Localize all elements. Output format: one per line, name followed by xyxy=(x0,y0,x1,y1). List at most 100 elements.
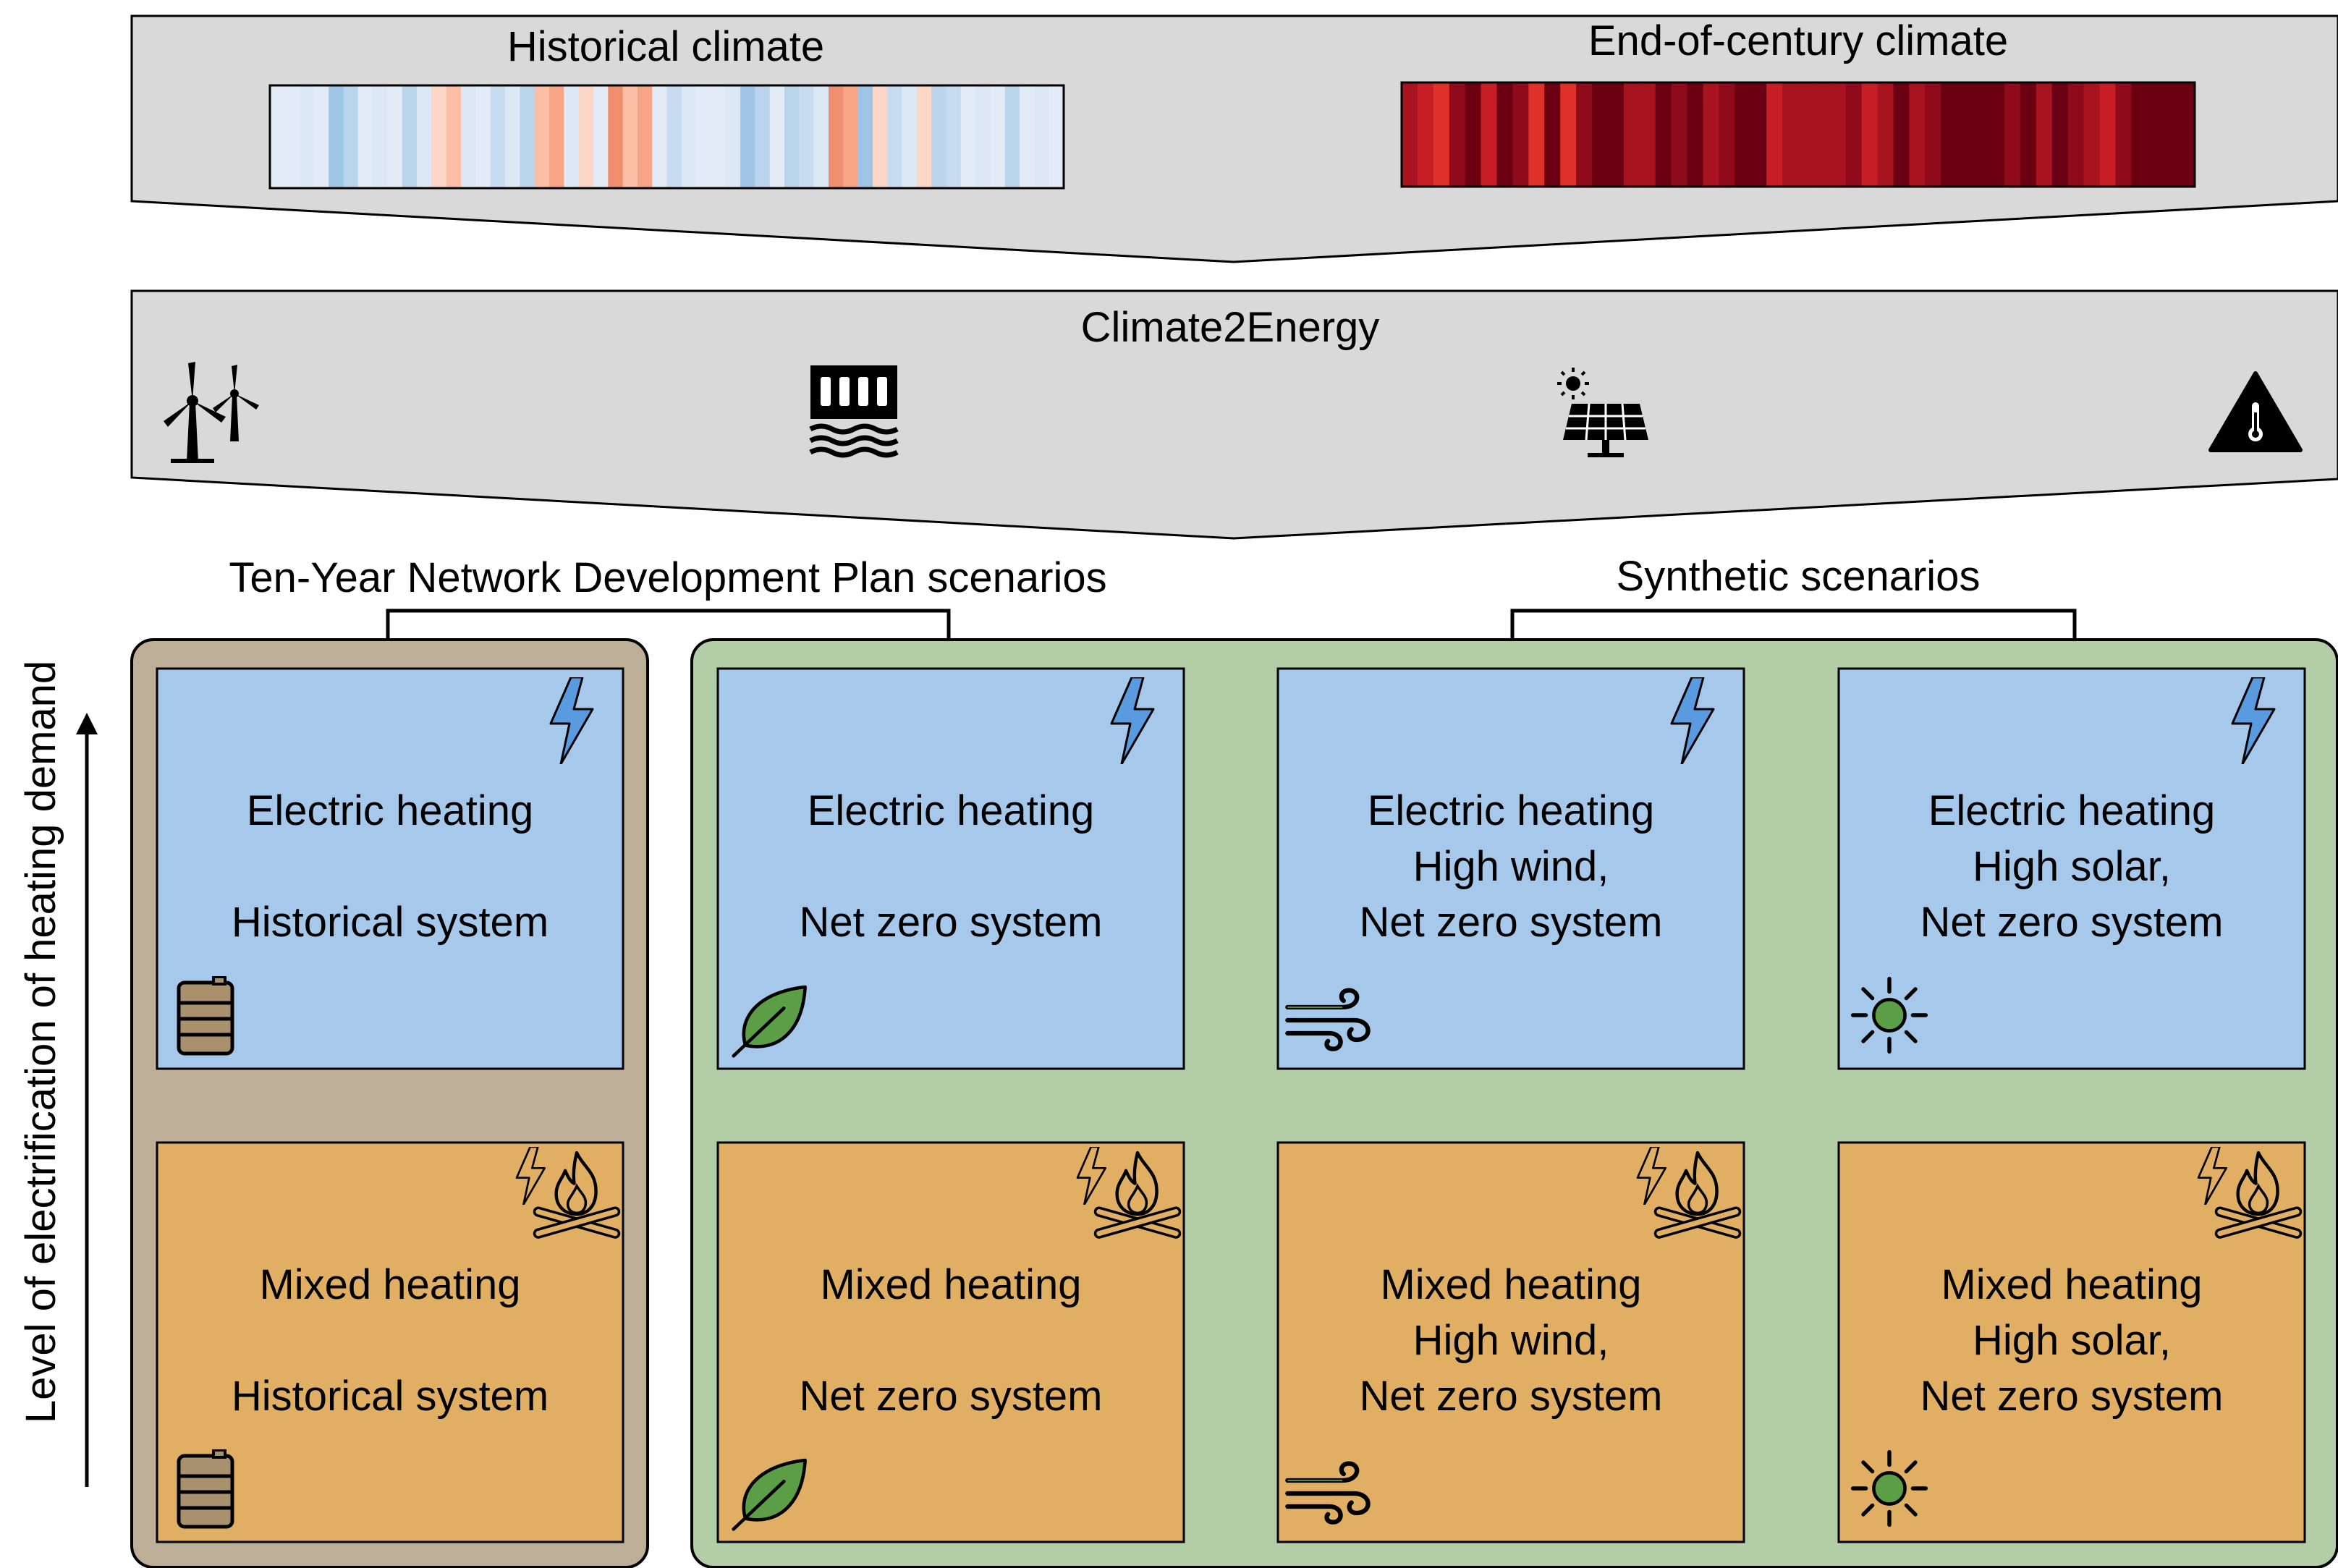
historical-stripe xyxy=(857,85,873,188)
historical-stripe xyxy=(696,85,712,188)
scenario-line: High wind, xyxy=(1413,1317,1609,1364)
future-stripe xyxy=(1465,82,1482,187)
future-stripe xyxy=(1750,82,1767,187)
historical-stripe xyxy=(417,85,433,188)
historical-stripe xyxy=(593,85,609,188)
historical-stripe xyxy=(755,85,771,188)
historical-stripe xyxy=(931,85,947,188)
future-stripe xyxy=(1512,82,1530,187)
future-stripe xyxy=(2115,82,2132,187)
historical-stripe xyxy=(1049,85,1064,188)
scenario-line: Net zero system xyxy=(800,899,1103,946)
future-stripe xyxy=(1735,82,1752,187)
scenario-line: Mixed heating xyxy=(820,1261,1081,1308)
historical-stripe xyxy=(549,85,565,188)
historical-stripe xyxy=(711,85,727,188)
electrification-axis: Level of electrification of heating dema… xyxy=(17,661,98,1487)
historical-stripe xyxy=(769,85,785,188)
future-stripe xyxy=(1417,82,1434,187)
scenario-line: Historical system xyxy=(232,899,549,946)
scenario-line: High wind, xyxy=(1413,843,1609,890)
future-stripe xyxy=(2147,82,2164,187)
scenario-line: Mixed heating xyxy=(1941,1261,2202,1308)
historical-stripe xyxy=(343,85,359,188)
future-stripe xyxy=(1861,82,1879,187)
scenario-line: Mixed heating xyxy=(1380,1261,1641,1308)
historical-stripe xyxy=(902,85,918,188)
scenario-line: Net zero system xyxy=(1920,899,2224,946)
historical-stripe xyxy=(475,85,491,188)
future-stripe xyxy=(1449,82,1466,187)
climate-banner: Historical climate End-of-century climat… xyxy=(130,14,2338,263)
scenario-line: Electric heating xyxy=(808,787,1095,834)
historical-stripe xyxy=(446,85,462,188)
future-stripe xyxy=(2131,82,2148,187)
historical-stripe xyxy=(813,85,829,188)
historical-stripe xyxy=(740,85,756,188)
future-stripe xyxy=(1719,82,1736,187)
historical-stripe xyxy=(622,85,638,188)
sun-icon xyxy=(1853,979,1926,1052)
scenario-line: Mixed heating xyxy=(259,1261,520,1308)
historical-stripe xyxy=(329,85,344,188)
sun-icon xyxy=(1853,1452,1926,1525)
future-stripe xyxy=(1909,82,1926,187)
future-stripe xyxy=(2051,82,2069,187)
oil-barrel-icon xyxy=(179,1450,232,1527)
future-stripe xyxy=(1782,82,1799,187)
historical-stripe xyxy=(975,85,991,188)
future-stripe xyxy=(2067,82,2085,187)
future-stripe xyxy=(1496,82,1514,187)
historical-stripe xyxy=(313,85,330,188)
historical-stripe xyxy=(505,85,521,188)
historical-stripe xyxy=(725,85,741,188)
future-stripe xyxy=(1687,82,1704,187)
historical-stripe xyxy=(578,85,594,188)
historical-stripe xyxy=(490,85,506,188)
future-climate-title: End-of-century climate xyxy=(1588,17,2008,64)
future-stripe xyxy=(2179,82,2195,187)
historical-stripe xyxy=(1004,85,1020,188)
historical-stripe xyxy=(872,85,889,188)
future-stripe xyxy=(1433,82,1450,187)
historical-stripe xyxy=(666,85,682,188)
scenario-line: Electric heating xyxy=(247,787,534,834)
historical-stripe xyxy=(357,85,374,188)
scenario-line: Net zero system xyxy=(1360,899,1663,946)
future-stripe xyxy=(1655,82,1672,187)
wind-turbines-icon xyxy=(164,362,259,463)
future-stripe xyxy=(1941,82,1957,187)
future-stripe xyxy=(2083,82,2101,187)
future-stripe xyxy=(1671,82,1688,187)
temperature-warning-icon xyxy=(2208,371,2303,452)
historical-stripe xyxy=(387,85,403,188)
future-stripe xyxy=(1607,82,1625,187)
synthetic-group-label: Synthetic scenarios xyxy=(1617,553,1981,600)
future-stripe xyxy=(1798,82,1815,187)
historical-climate-title: Historical climate xyxy=(507,23,824,70)
tyndp-group-label: Ten-Year Network Development Plan scenar… xyxy=(229,554,1106,601)
future-stripe xyxy=(1829,82,1847,187)
scenario-line: Net zero system xyxy=(1360,1373,1663,1420)
historical-stripe xyxy=(461,85,477,188)
future-stripe xyxy=(2163,82,2180,187)
historical-stripe xyxy=(637,85,653,188)
future-stripe xyxy=(1592,82,1609,187)
future-stripe xyxy=(1481,82,1498,187)
future-stripe xyxy=(2099,82,2117,187)
historical-stripe xyxy=(431,85,447,188)
historical-stripe xyxy=(887,85,903,188)
solar-panel-icon xyxy=(1557,368,1648,457)
future-stripe xyxy=(2020,82,2037,187)
historical-stripe xyxy=(520,85,535,188)
future-stripe xyxy=(1560,82,1577,187)
scenario-line: Electric heating xyxy=(1928,787,2216,834)
climate2energy-title: Climate2Energy xyxy=(1081,304,1380,351)
historical-warming-stripes xyxy=(270,85,1064,188)
